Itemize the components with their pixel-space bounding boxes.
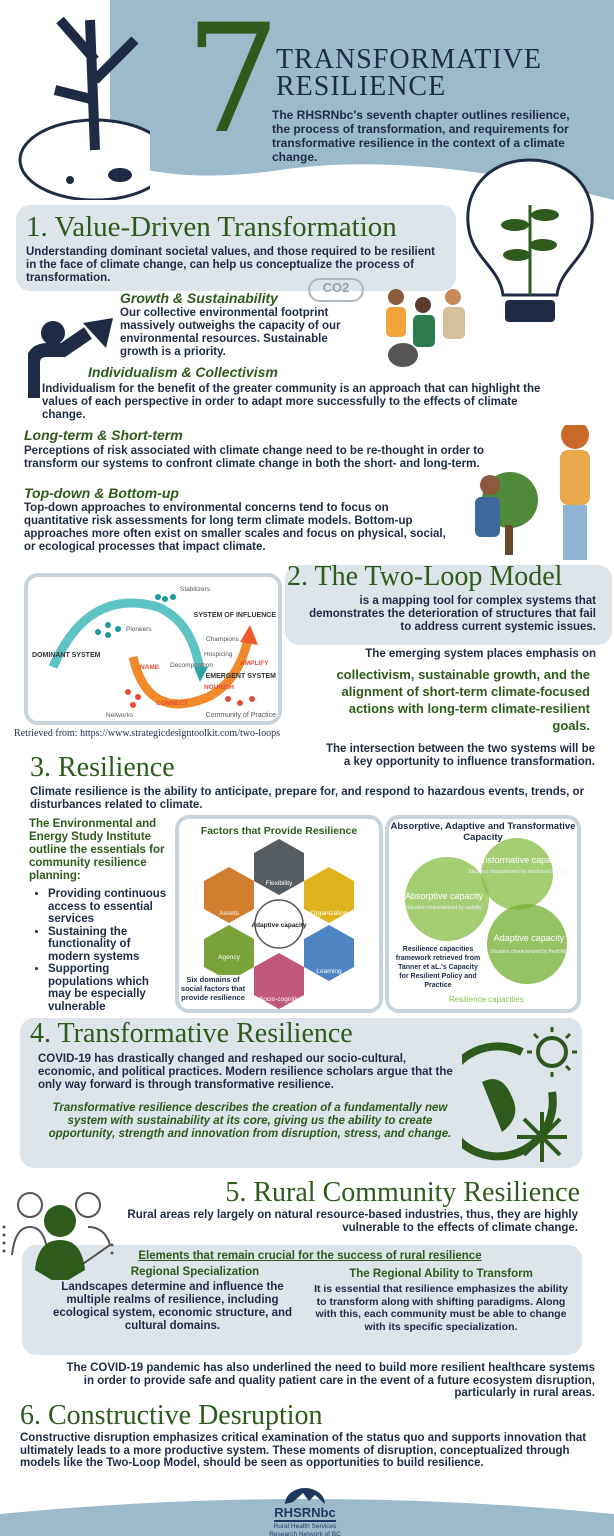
long-term-text: Perceptions of risk associated with clim… xyxy=(24,445,499,471)
resilience-definition: Climate resilience is the ability to ant… xyxy=(30,786,590,812)
section-2-desc: is a mapping tool for complex systems th… xyxy=(300,595,596,634)
section-1-title: 1. Value-Driven Transformation xyxy=(26,211,397,243)
ability-to-transform-heading: The Regional Ability to Transform xyxy=(310,1268,572,1280)
two-loop-diagram: DOMINANT SYSTEM EMERGENT SYSTEM SYSTEM O… xyxy=(28,577,278,721)
section-5-title: 5. Rural Community Resilience xyxy=(170,1177,580,1209)
individualism-text: Individualism for the benefit of the gre… xyxy=(42,383,547,422)
diagram-stabilizers: Stabilizers xyxy=(180,586,211,593)
capacity-box: Absorptive, Adaptive and Transformative … xyxy=(385,815,581,1013)
diagram-networks: Networks xyxy=(106,712,134,719)
section-6-title: 6. Constructive Desruption xyxy=(20,1401,323,1431)
capacity-caption: Resilience capacities framework retrieve… xyxy=(395,945,481,990)
top-down-text: Top-down approaches to environmental con… xyxy=(24,502,454,554)
absorptive-capacity-label: Absorptive capacity xyxy=(405,891,484,901)
diagram-name: NAME xyxy=(140,664,160,671)
absorptive-desc: Situation characterized by stability xyxy=(406,905,482,911)
rural-elements-title: Elements that remain crucial for the suc… xyxy=(120,1250,500,1262)
emphasis-text: collectivism, sustainable growth, and th… xyxy=(330,666,590,734)
diagram-pioneers: Pioneers xyxy=(126,626,152,633)
long-term-heading: Long-term & Short-term xyxy=(24,427,183,443)
section-5-text: Rural areas rely largely on natural reso… xyxy=(118,1209,578,1235)
org-name-line-2: Research Network of BC xyxy=(255,1531,355,1538)
ability-to-transform-text: It is essential that resilience emphasiz… xyxy=(310,1283,572,1333)
factors-box: Factors that Provide Resilience Flexibil… xyxy=(175,815,383,1013)
intersection-text: The intersection between the two systems… xyxy=(320,743,595,769)
individualism-heading: Individualism & Collectivism xyxy=(88,364,278,380)
section-3-title: 3. Resilience xyxy=(30,752,175,784)
title-line-2: RESILIENCE xyxy=(276,73,542,100)
regional-specialization-text: Landscapes determine and influence the m… xyxy=(45,1281,300,1333)
regional-specialization-heading: Regional Specialization xyxy=(95,1266,295,1278)
diagram-hospicing: Hospicing xyxy=(204,651,233,658)
eesi-text: The Environmental and Energy Study Insti… xyxy=(29,818,169,883)
growth-heading: Growth & Sustainability xyxy=(120,290,278,306)
growth-text: Our collective environmental footprint m… xyxy=(120,307,365,359)
essentials-item: Providing continuous access to essential… xyxy=(48,888,174,926)
hex-assets: Assets xyxy=(219,910,239,917)
diagram-decomposition: Decomposition xyxy=(170,662,213,669)
section-2-title: 2. The Two-Loop Model xyxy=(287,561,562,593)
people-cleaning-illustration xyxy=(368,285,478,375)
diagram-amplify: AMPLIFY xyxy=(240,660,269,667)
transformative-capacity-label: Transformative capacity xyxy=(469,855,565,865)
rhsrnbc-logo: RHSRNbc Rural Health Services Research N… xyxy=(255,1488,355,1538)
emphasis-intro: The emerging system places emphasis on xyxy=(300,648,596,661)
diagram-influence: SYSTEM OF INFLUENCE xyxy=(194,612,277,619)
diagram-dominant: DOMINANT SYSTEM xyxy=(32,652,101,659)
essentials-list: Providing continuous access to essential… xyxy=(32,888,174,1013)
hex-agency: Agency xyxy=(218,954,240,961)
diagram-champions: Champions xyxy=(206,636,240,643)
burnt-tree-illustration xyxy=(0,0,150,200)
logo-wordmark: RHSRNbc xyxy=(274,1506,335,1522)
intro-text: The RHSRNbc's seventh chapter outlines r… xyxy=(272,108,590,164)
section-4-text: COVID-19 has drastically changed and res… xyxy=(38,1053,458,1092)
org-name-line-1: Rural Health Services xyxy=(255,1523,355,1531)
chapter-number: 7 xyxy=(185,0,280,160)
hex-learning: Learning xyxy=(316,968,342,975)
diagram-connect: CONNECT xyxy=(156,700,188,707)
capacity-footer: Resilience capacities xyxy=(449,995,524,1004)
hex-flexibility: Flexibility xyxy=(266,880,293,887)
transformative-desc: Situation characterized by structural ch… xyxy=(468,869,565,875)
page-title: TRANSFORMATIVE RESILIENCE xyxy=(276,46,542,100)
diagram-community: Community of Practice xyxy=(206,712,277,719)
covid-text: The COVID-19 pandemic has also underline… xyxy=(60,1362,595,1400)
hex-organization: Organization xyxy=(311,910,348,917)
adaptive-capacity-label: Adaptive capacity xyxy=(494,933,565,943)
section-4-italic: Transformative resilience describes the … xyxy=(40,1102,460,1141)
section-6-text: Constructive disruption emphasizes criti… xyxy=(20,1432,590,1470)
globe-sun-snowflake-icon xyxy=(462,1022,582,1172)
hex-socio-cognitive: Socio-cognitive xyxy=(259,996,303,1003)
essentials-item: Sustaining the functionality of modern s… xyxy=(48,926,174,964)
diagram-emergent: EMERGENT SYSTEM xyxy=(206,673,277,680)
section-1-intro: Understanding dominant societal values, … xyxy=(26,246,446,285)
top-down-heading: Top-down & Bottom-up xyxy=(24,485,179,501)
factors-caption: Six domains of social factors that provi… xyxy=(179,975,247,1002)
capacity-title: Absorptive, Adaptive and Transformative … xyxy=(389,821,577,843)
mountain-logo-icon xyxy=(285,1488,325,1504)
hex-center: Adaptive capacity xyxy=(251,922,307,929)
section-4-title: 4. Transformative Resilience xyxy=(30,1018,353,1050)
essentials-item: Supporting populations which may be espe… xyxy=(48,963,174,1013)
adaptive-desc: Situation characterized by flexibility xyxy=(490,949,568,955)
two-loop-diagram-frame: DOMINANT SYSTEM EMERGENT SYSTEM SYSTEM O… xyxy=(24,573,282,725)
factors-title: Factors that Provide Resilience xyxy=(179,825,379,837)
title-line-1: TRANSFORMATIVE xyxy=(276,46,542,73)
two-loop-caption: Retrieved from: https://www.strategicdes… xyxy=(14,728,280,740)
diagram-nourish: NOURISH xyxy=(204,684,234,691)
